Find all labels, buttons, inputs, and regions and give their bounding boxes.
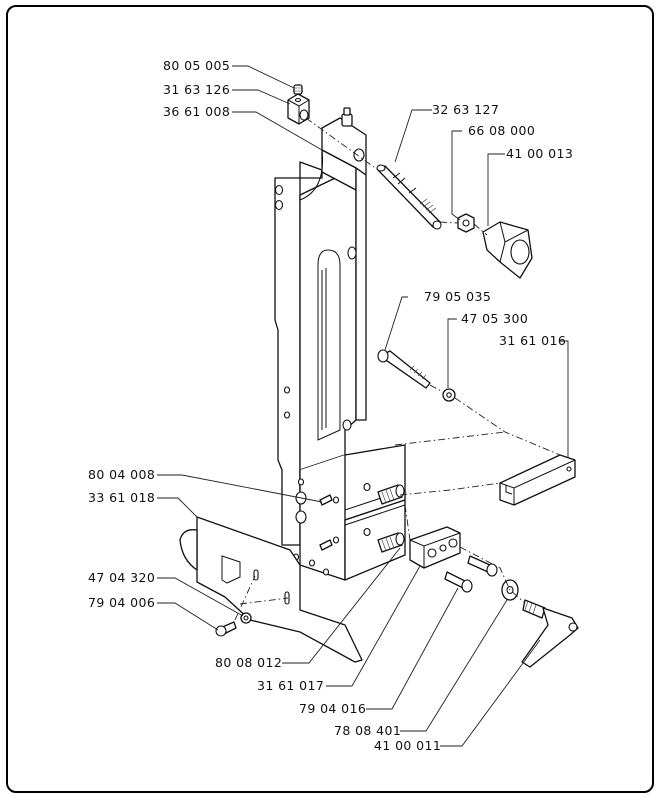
column-slot	[317, 249, 341, 441]
label-31-61-017: 31 61 017	[257, 678, 324, 693]
leader-lines	[157, 65, 569, 747]
knob-41-00-013	[482, 221, 533, 279]
shaft-32-63-127	[376, 164, 442, 230]
lever-41-00-011	[521, 599, 579, 668]
label-32-63-127: 32 63 127	[432, 102, 499, 117]
part-labels: 80 05 005 31 63 126 36 61 008 32 63 127 …	[88, 58, 573, 753]
nut-66-08-000	[457, 213, 475, 233]
jaw-31-61-016	[499, 454, 576, 506]
drawing-frame	[6, 5, 654, 793]
set-screw-80-05-005	[293, 84, 303, 95]
label-41-00-011: 41 00 011	[374, 738, 441, 753]
label-36-61-008: 36 61 008	[163, 104, 230, 119]
label-80-05-005: 80 05 005	[163, 58, 230, 73]
pin-80-04-008	[319, 494, 333, 551]
label-78-08-401: 78 08 401	[334, 723, 401, 738]
bracket-33-61-018	[179, 516, 363, 663]
label-79-05-035: 79 05 035	[424, 289, 491, 304]
clamp-block-31-63-126	[287, 93, 310, 125]
label-80-04-008: 80 04 008	[88, 467, 155, 482]
column-right-face	[355, 167, 367, 421]
label-31-61-016: 31 61 016	[499, 333, 566, 348]
block-31-61-017	[409, 526, 461, 569]
label-31-63-126: 31 63 126	[163, 82, 230, 97]
washer-47-04-320	[240, 612, 252, 624]
label-66-08-000: 66 08 000	[468, 123, 535, 138]
bolt-79-05-035	[377, 349, 431, 389]
assembly-lines	[234, 117, 561, 621]
washer-47-05-300	[442, 388, 456, 402]
stud-80-08-012	[377, 484, 405, 553]
label-41-00-013: 41 00 013	[506, 146, 573, 161]
screw-79-04-016	[444, 555, 498, 593]
label-47-05-300: 47 05 300	[461, 311, 528, 326]
label-47-04-320: 47 04 320	[88, 570, 155, 585]
top-adjuster	[341, 107, 353, 127]
screw-79-04-006	[215, 621, 237, 637]
label-80-08-012: 80 08 012	[215, 655, 282, 670]
label-33-61-018: 33 61 018	[88, 490, 155, 505]
label-79-04-016: 79 04 016	[299, 701, 366, 716]
label-79-04-006: 79 04 006	[88, 595, 155, 610]
